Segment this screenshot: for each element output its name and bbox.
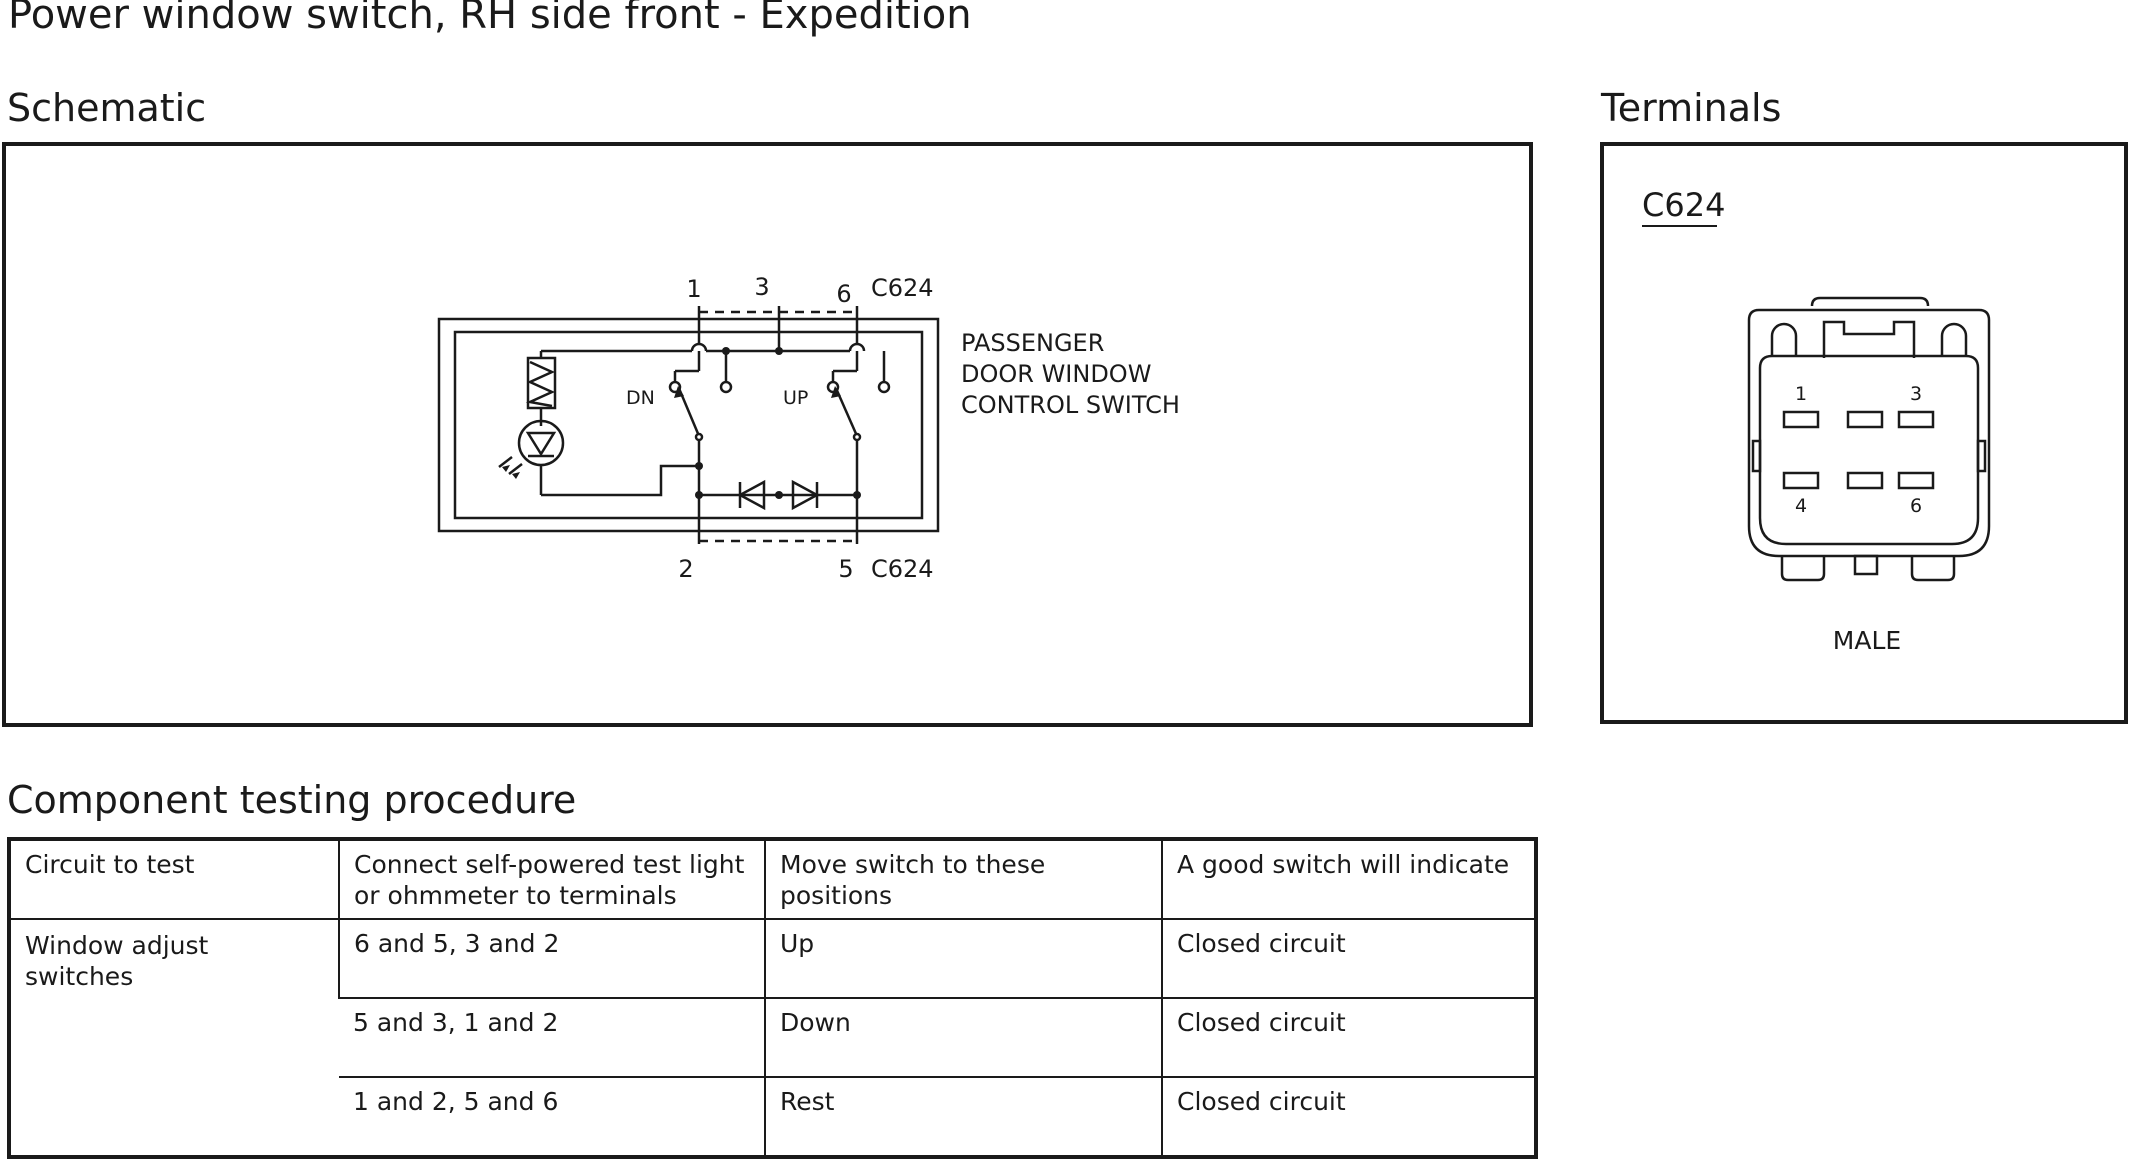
position-cell: Down [764,998,1162,1078]
testing-procedure-table: Circuit to test Connect self-powered tes… [7,837,1538,1159]
description-line-2: DOOR WINDOW [961,360,1151,388]
connector-gender: MALE [1833,626,1901,655]
connector-label-bottom: C624 [871,555,934,583]
pin-label-6: 6 [836,280,851,308]
schematic-heading: Schematic [7,86,207,130]
connector-body [1747,296,1991,582]
pin-label-1: 1 [686,275,701,303]
result-cell: Closed circuit [1161,919,1536,999]
position-cell: Rest [764,1077,1162,1157]
connector-label-top: C624 [871,274,934,302]
pin-label-2: 2 [678,555,693,583]
description-line-1: PASSENGER [961,329,1104,357]
terminals-panel: C624 1 3 4 6 MALE [1600,142,2128,724]
up-label: UP [783,387,808,409]
dn-label: DN [626,387,655,409]
table-row: 1 and 2, 5 and 6 Rest Closed circuit [9,1077,1536,1157]
schematic-panel: 1 3 6 C624 2 5 C624 DN UP PASSENGER DOOR… [2,142,1533,727]
crossover-1 [690,342,708,352]
pin-label-3: 3 [754,273,769,301]
diode-right [791,479,820,511]
column-header: Move switch to these positions [764,839,1162,920]
terminal-label-4: 4 [1795,495,1807,517]
column-header: Connect self-powered test light or ohmme… [338,839,765,920]
terminal-label-6: 6 [1910,495,1922,517]
crossover-6 [848,342,866,352]
illumination-lamp [517,419,565,467]
table-header-row: Circuit to test Connect self-powered tes… [9,839,1536,920]
pin-label-5: 5 [838,555,853,583]
terminal-label-1: 1 [1795,383,1807,405]
switch-housing-outer [437,317,940,533]
connector-boundary [699,310,857,543]
switch-housing-inner [453,330,924,520]
result-cell: Closed circuit [1161,998,1536,1078]
terminals-heading: Terminals [1601,86,1782,130]
diode-left [737,479,766,511]
procedure-heading: Component testing procedure [7,778,577,822]
led-symbol [525,431,557,457]
terminal-label-3: 3 [1910,383,1922,405]
position-cell: Up [764,919,1162,999]
circuit-cell: Window adjust switches [25,931,209,991]
column-header: A good switch will indicate [1161,839,1536,920]
terminals-cell: 5 and 3, 1 and 2 [339,998,765,1078]
description-line-3: CONTROL SWITCH [961,391,1180,419]
result-cell: Closed circuit [1161,1077,1536,1157]
connector-id: C624 [1642,186,1725,224]
resistor-zigzag [525,360,556,408]
table-row: Window adjust switches 6 and 5, 3 and 2 … [9,919,1536,999]
terminals-cell: 6 and 5, 3 and 2 [338,919,765,999]
schematic-diagram: 1 3 6 C624 2 5 C624 DN UP PASSENGER DOOR… [437,273,1180,583]
terminals-cell: 1 and 2, 5 and 6 [353,1087,559,1116]
page-title: Power window switch, RH side front - Exp… [8,0,972,38]
column-header: Circuit to test [9,839,339,920]
connector-face-diagram: C624 1 3 4 6 MALE [1642,186,1991,655]
table-row: 5 and 3, 1 and 2 Down Closed circuit [9,998,1536,1078]
